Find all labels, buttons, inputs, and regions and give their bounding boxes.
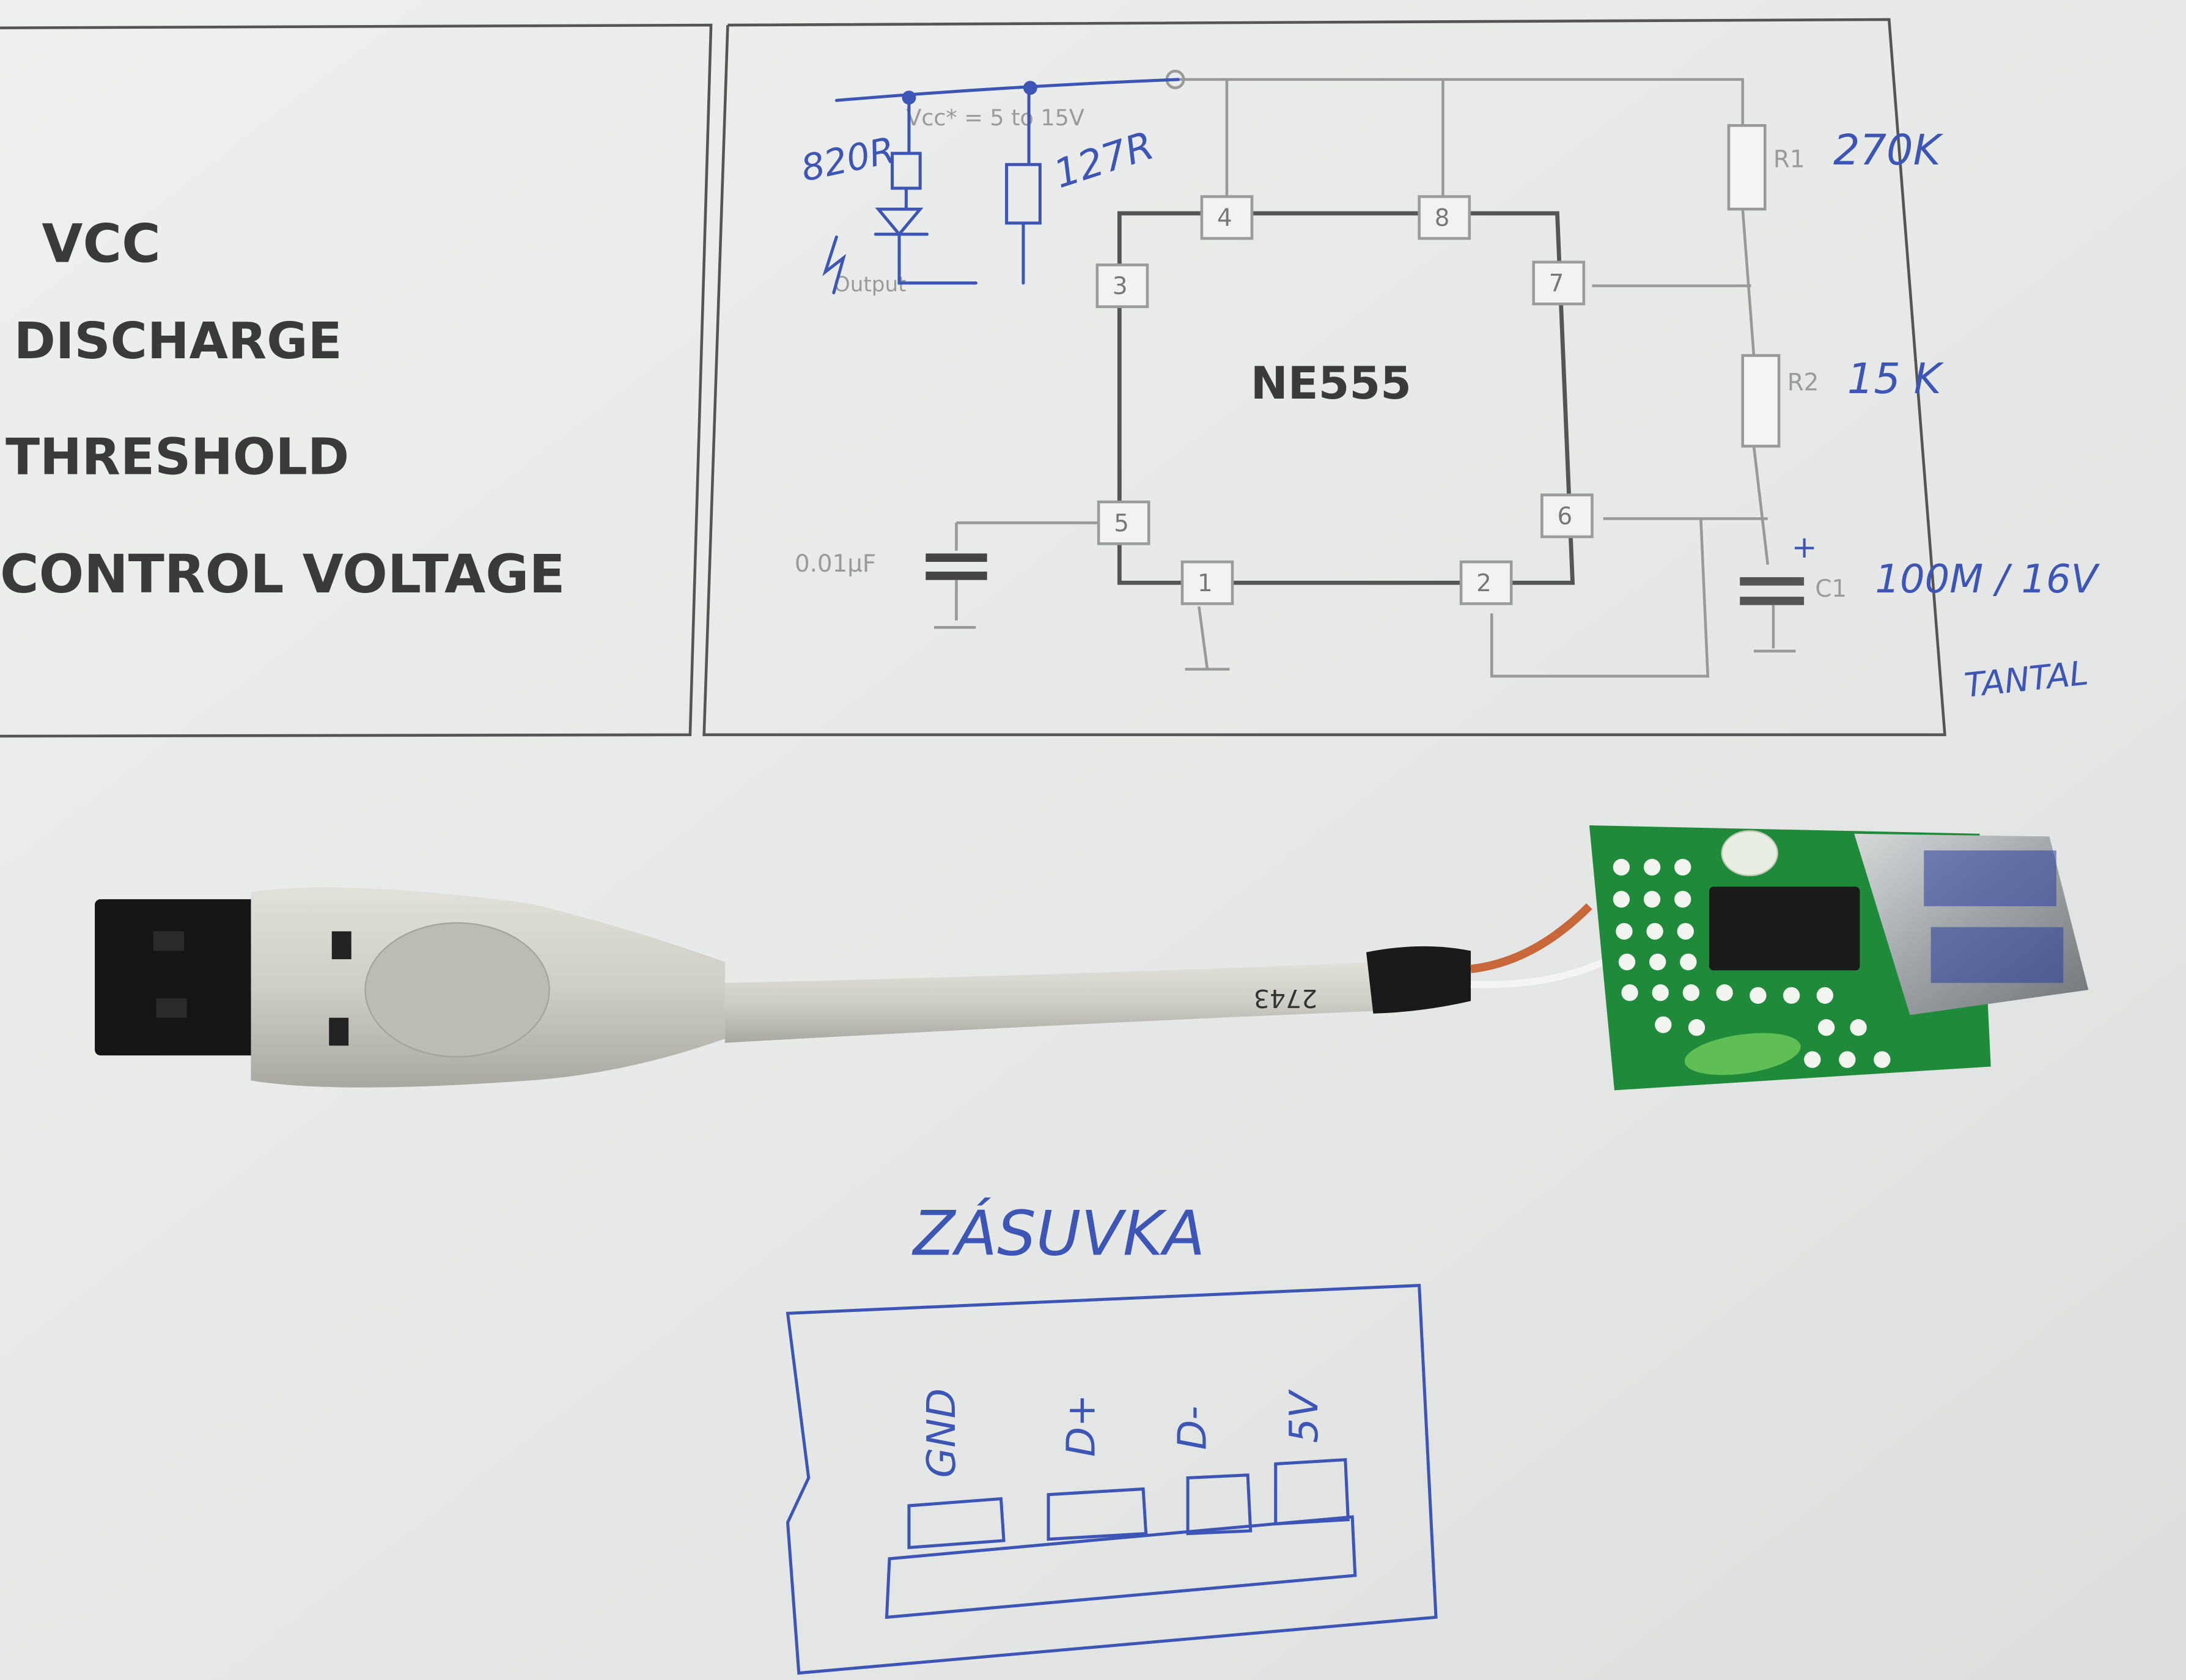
svg-text:1: 1 bbox=[1198, 570, 1213, 597]
svg-text:7: 7 bbox=[1549, 270, 1564, 298]
socket-sketch bbox=[786, 1284, 1438, 1675]
r2-label: R2 bbox=[1787, 369, 1819, 397]
svg-text:2: 2 bbox=[1476, 570, 1492, 597]
pin-label-control-voltage: CONTROL VOLTAGE bbox=[0, 544, 565, 605]
socket-pin-5v: 5V bbox=[1282, 1389, 1327, 1443]
pin-label-discharge: DISCHARGE bbox=[14, 312, 342, 370]
usb-plug-grip bbox=[364, 922, 550, 1058]
vcc-label: Vcc* = 5 to 15V bbox=[906, 105, 1084, 131]
handwritten-led-circuit bbox=[822, 78, 1180, 295]
cable-jacket bbox=[724, 962, 1380, 1043]
ne555-chip bbox=[1709, 886, 1860, 971]
handwritten-r2-value: 15 K bbox=[1847, 355, 1945, 403]
handwritten-c1-value: 100M / 16V bbox=[1875, 557, 2100, 602]
socket-pin-dplus: D+ bbox=[1059, 1394, 1104, 1457]
capacitor-c1 bbox=[1740, 577, 1805, 653]
resistor-r1 bbox=[1727, 123, 1767, 211]
r1-label: R1 bbox=[1773, 146, 1805, 174]
socket-title: ZÁSUVKA bbox=[911, 1198, 1205, 1269]
svg-text:4: 4 bbox=[1217, 204, 1232, 232]
capacitor-control bbox=[926, 553, 987, 629]
svg-text:6: 6 bbox=[1557, 503, 1572, 530]
chip-label: NE555 bbox=[1251, 358, 1411, 410]
control-cap-label: 0.01µF bbox=[795, 550, 876, 578]
socket-pin-dminus: D- bbox=[1171, 1406, 1216, 1450]
cable-print: 2743 bbox=[1254, 984, 1317, 1013]
schematic-panel: 4 8 3 7 5 6 1 2 NE555 Vcc* = 5 to 15V Ou… bbox=[702, 18, 1946, 737]
output-label: Output bbox=[834, 273, 907, 297]
c1-plus-sign: + bbox=[1792, 529, 1817, 565]
svg-text:3: 3 bbox=[1113, 273, 1128, 300]
svg-text:8: 8 bbox=[1435, 204, 1450, 232]
resistor-r2 bbox=[1741, 354, 1781, 448]
svg-text:5: 5 bbox=[1114, 510, 1129, 537]
c1-label: C1 bbox=[1815, 575, 1847, 603]
chip-pins: 4 8 3 7 5 6 1 2 bbox=[1095, 195, 1594, 605]
handwritten-r1-value: 270K bbox=[1833, 127, 1944, 175]
pin-label-threshold: THRESHOLD bbox=[6, 428, 349, 486]
led bbox=[1721, 830, 1778, 877]
heat-shrink bbox=[1366, 946, 1471, 1014]
usb-cable: 2743 bbox=[95, 887, 1605, 1088]
tantalum-capacitor bbox=[1684, 1033, 1801, 1075]
socket-pin-gnd: GND bbox=[919, 1388, 965, 1478]
pin-label-panel: VCC DISCHARGE THRESHOLD CONTROL VOLTAGE bbox=[0, 23, 713, 738]
usb-plug-metal bbox=[95, 899, 262, 1056]
pin-label-vcc: VCC bbox=[42, 214, 160, 275]
pcb-board bbox=[1589, 825, 2089, 1091]
